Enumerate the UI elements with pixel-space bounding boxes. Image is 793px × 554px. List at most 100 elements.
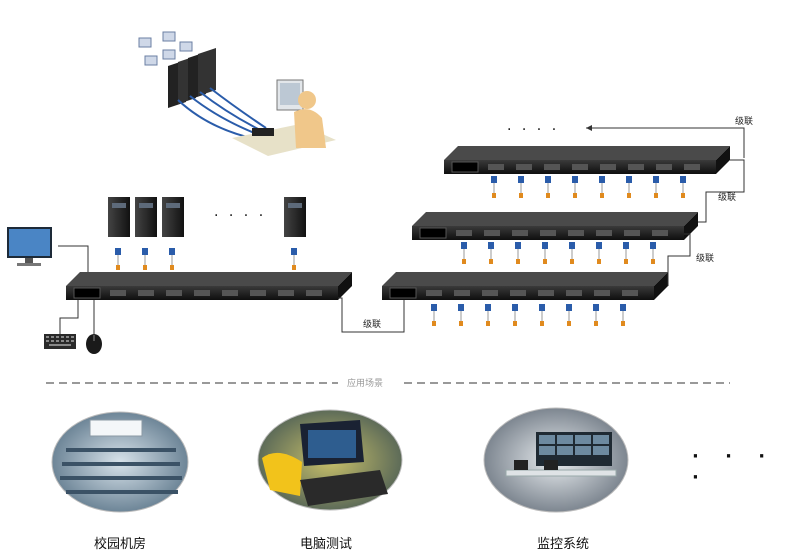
vga-connector-icon [593, 304, 599, 311]
cascade-label: 级联 [735, 115, 753, 127]
switch-port [624, 230, 640, 236]
vga-plug-icon [516, 259, 520, 264]
switch-port [278, 290, 294, 296]
mouse-icon [86, 334, 102, 354]
vga-connector-icon [458, 304, 464, 311]
vga-plug-icon [459, 321, 463, 326]
vga-plug-icon [519, 193, 523, 198]
switch-port [456, 230, 472, 236]
pc-ellipsis: · · · · [214, 208, 266, 224]
vga-plug-icon [489, 259, 493, 264]
vga-plug-icon [462, 259, 466, 264]
vga-connector-icon [491, 176, 497, 183]
keyboard-icon [44, 334, 76, 349]
vga-connector-icon [569, 242, 575, 249]
switch-port [656, 164, 672, 170]
pc-tower-icon [108, 197, 130, 237]
vga-connector-group [115, 176, 686, 326]
switch-port [540, 230, 556, 236]
vga-plug-icon [627, 193, 631, 198]
vga-plug-icon [486, 321, 490, 326]
switch-port [622, 290, 638, 296]
more-scenes-ellipsis: · · · · [692, 446, 776, 488]
vga-connector-icon [545, 176, 551, 183]
vga-connector-icon [485, 304, 491, 311]
vga-connector-icon [653, 176, 659, 183]
switch-port [222, 290, 238, 296]
vga-connector-icon [431, 304, 437, 311]
vga-plug-icon [567, 321, 571, 326]
vga-plug-icon [513, 321, 517, 326]
vga-connector-icon [620, 304, 626, 311]
monitoring-system-photo [483, 407, 629, 513]
divider-label: 应用场景 [347, 377, 383, 389]
computer-testing-photo [257, 409, 403, 511]
vga-plug-icon [492, 193, 496, 198]
switch-port [572, 164, 588, 170]
vga-connector-icon [142, 248, 148, 255]
vga-plug-icon [624, 259, 628, 264]
vga-plug-icon [546, 193, 550, 198]
switch-port [110, 290, 126, 296]
pc-tower-group: · · · · [108, 197, 306, 237]
scene-label-computer-testing: 电脑测试 [299, 537, 352, 552]
vga-plug-icon [651, 259, 655, 264]
switch-port [454, 290, 470, 296]
switch-port [538, 290, 554, 296]
switch-port-markers [110, 164, 700, 296]
vga-plug-icon [654, 193, 658, 198]
vga-connector-icon [115, 248, 121, 255]
vga-connector-icon [291, 248, 297, 255]
switch-port [166, 290, 182, 296]
cascade-lines [338, 127, 745, 333]
vga-plug-icon [116, 265, 120, 270]
vga-connector-icon [599, 176, 605, 183]
scene-label-computer-lab: 校园机房 [93, 537, 146, 552]
switch-port [566, 290, 582, 296]
vga-plug-icon [621, 321, 625, 326]
switch-port [510, 290, 526, 296]
pc-tower-icon [162, 197, 184, 237]
switch-port [516, 164, 532, 170]
switch-port [482, 290, 498, 296]
vga-connector-icon [169, 248, 175, 255]
network-cloud-icon [138, 31, 193, 66]
cascade-label: 级联 [718, 191, 736, 203]
vga-connector-icon [461, 242, 467, 249]
switch-port [594, 290, 610, 296]
switch-port [484, 230, 500, 236]
vga-connector-icon [572, 176, 578, 183]
vga-plug-icon [543, 259, 547, 264]
switch-port [652, 230, 668, 236]
switch-port [488, 164, 504, 170]
switch-port [596, 230, 612, 236]
vga-connector-icon [566, 304, 572, 311]
kvm-switch-level-3 [444, 146, 730, 174]
vga-connector-icon [596, 242, 602, 249]
switch-port [568, 230, 584, 236]
console-monitor-icon [7, 227, 52, 266]
vga-connector-icon [623, 242, 629, 249]
switch-port [544, 164, 560, 170]
vga-plug-icon [432, 321, 436, 326]
cascade-label: 级联 [696, 252, 714, 264]
vga-connector-icon [539, 304, 545, 311]
vga-plug-icon [573, 193, 577, 198]
vga-connector-icon [488, 242, 494, 249]
switch-port [628, 164, 644, 170]
vga-plug-icon [681, 193, 685, 198]
switch-port [512, 230, 528, 236]
cascade-arrow-icon [586, 125, 592, 131]
switch-port [306, 290, 322, 296]
computer-lab-photo [51, 411, 189, 513]
operator-icon [294, 91, 326, 148]
vga-plug-icon [594, 321, 598, 326]
pc-tower-icon [284, 197, 306, 237]
vga-connector-icon [650, 242, 656, 249]
pc-tower-icon [135, 197, 157, 237]
vga-plug-icon [597, 259, 601, 264]
monitor-icon [276, 79, 304, 111]
vga-plug-icon [570, 259, 574, 264]
vga-plug-icon [540, 321, 544, 326]
